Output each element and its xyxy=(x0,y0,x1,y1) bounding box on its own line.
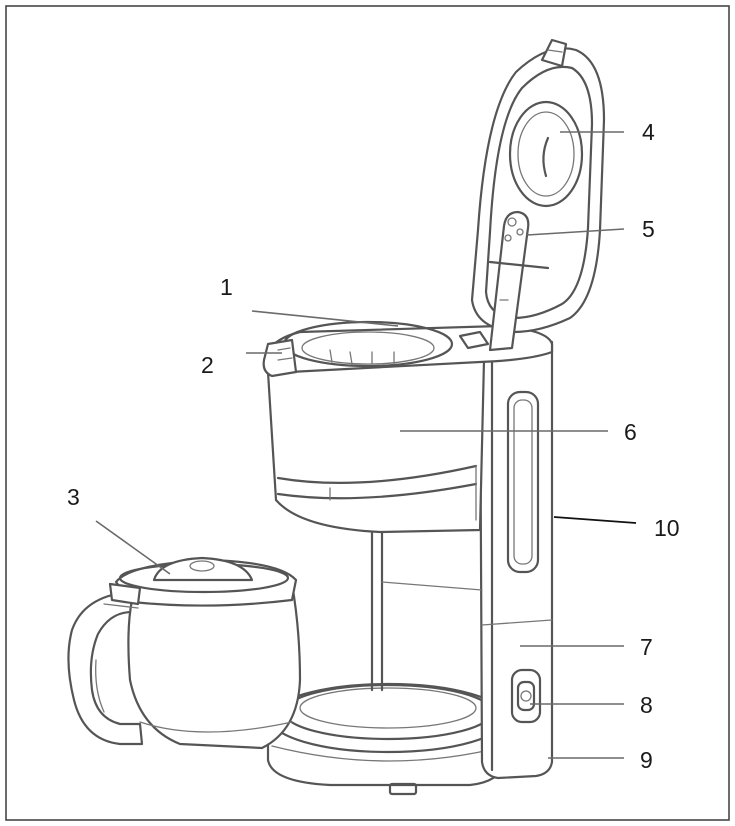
leader-line-3 xyxy=(95,520,171,575)
filter-holder-illustration xyxy=(262,320,554,378)
callout-8: 8 xyxy=(640,692,653,718)
water-tank-illustration xyxy=(266,358,486,534)
callout-5: 5 xyxy=(642,216,655,242)
shower-head-illustration xyxy=(488,210,550,352)
leader-line-10 xyxy=(553,516,637,524)
housing-illustration xyxy=(478,340,554,780)
coffee-maker-illustration xyxy=(67,38,606,796)
callout-4: 4 xyxy=(642,119,655,145)
lid-illustration xyxy=(470,38,606,352)
callout-3: 3 xyxy=(67,484,80,510)
callout-9: 9 xyxy=(640,747,653,773)
callout-2: 2 xyxy=(201,352,214,378)
callout-10: 10 xyxy=(654,515,680,541)
power-switch-illustration xyxy=(510,668,542,724)
callout-labels: 1 2 3 4 5 6 7 8 9 10 xyxy=(67,119,680,773)
leader-line-5 xyxy=(526,228,625,236)
base-illustration xyxy=(266,682,510,796)
leader-line-1 xyxy=(251,310,399,327)
leader-lines xyxy=(95,131,637,759)
diagram-frame xyxy=(5,5,730,821)
callout-6: 6 xyxy=(624,419,637,445)
carafe-illustration xyxy=(67,556,302,750)
callout-7: 7 xyxy=(640,634,653,660)
water-level-window-illustration xyxy=(506,390,540,574)
callout-1: 1 xyxy=(220,274,233,300)
